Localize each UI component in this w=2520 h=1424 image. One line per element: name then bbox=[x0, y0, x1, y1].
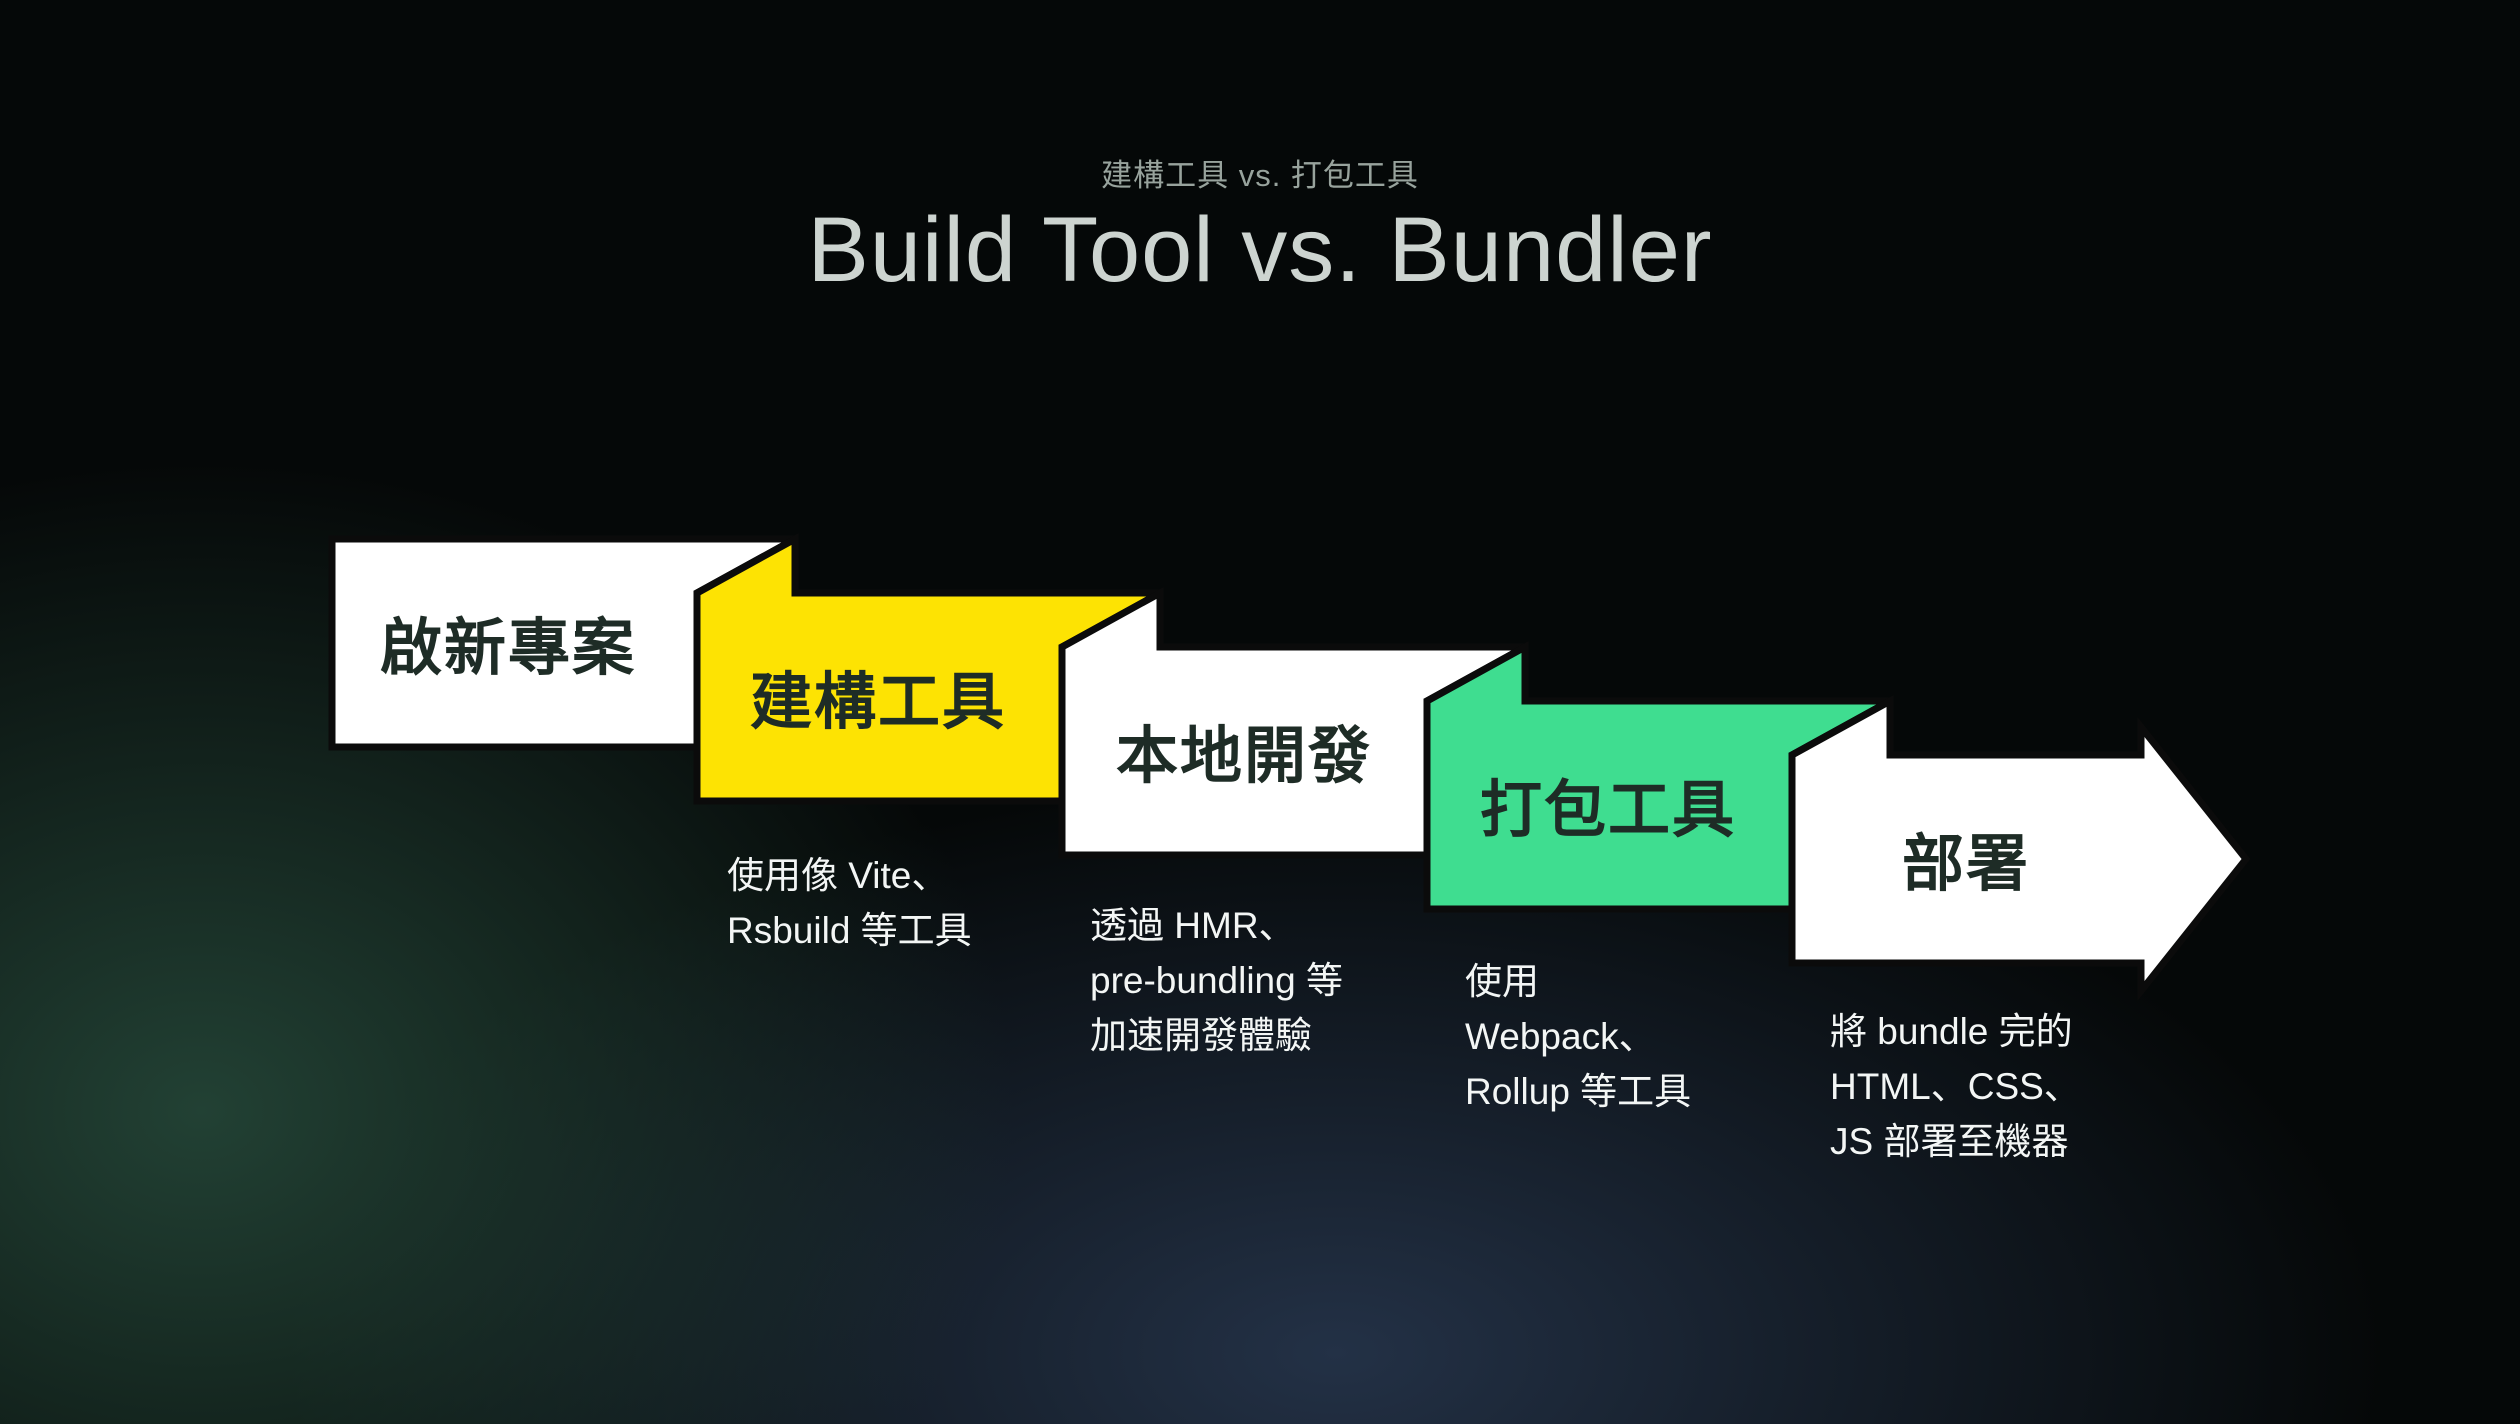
step-description-3: 透過 HMR、 pre-bundling 等 加速開發體驗 bbox=[1090, 905, 1343, 1056]
step-description-5: 將 bundle 完的 HTML、CSS、 JS 部署至機器 bbox=[1830, 1011, 2081, 1162]
page-title: Build Tool vs. Bundler bbox=[807, 199, 1713, 301]
step-description-4: 使用 Webpack、 Rollup 等工具 bbox=[1465, 961, 1692, 1112]
step-label-4: 打包工具 bbox=[1479, 776, 1737, 845]
step-label-2: 建構工具 bbox=[749, 668, 1007, 737]
step-label-3: 本地開發 bbox=[1115, 722, 1373, 791]
slide-subtitle: 建構工具 vs. 打包工具 bbox=[1101, 158, 1419, 193]
step-shape-5-arrow bbox=[1788, 695, 2251, 1002]
step-label-1: 啟新專案 bbox=[379, 614, 637, 683]
step-label-5: 部署 bbox=[1901, 830, 2031, 899]
step-description-2: 使用像 Vite、 Rsbuild 等工具 bbox=[727, 855, 972, 951]
